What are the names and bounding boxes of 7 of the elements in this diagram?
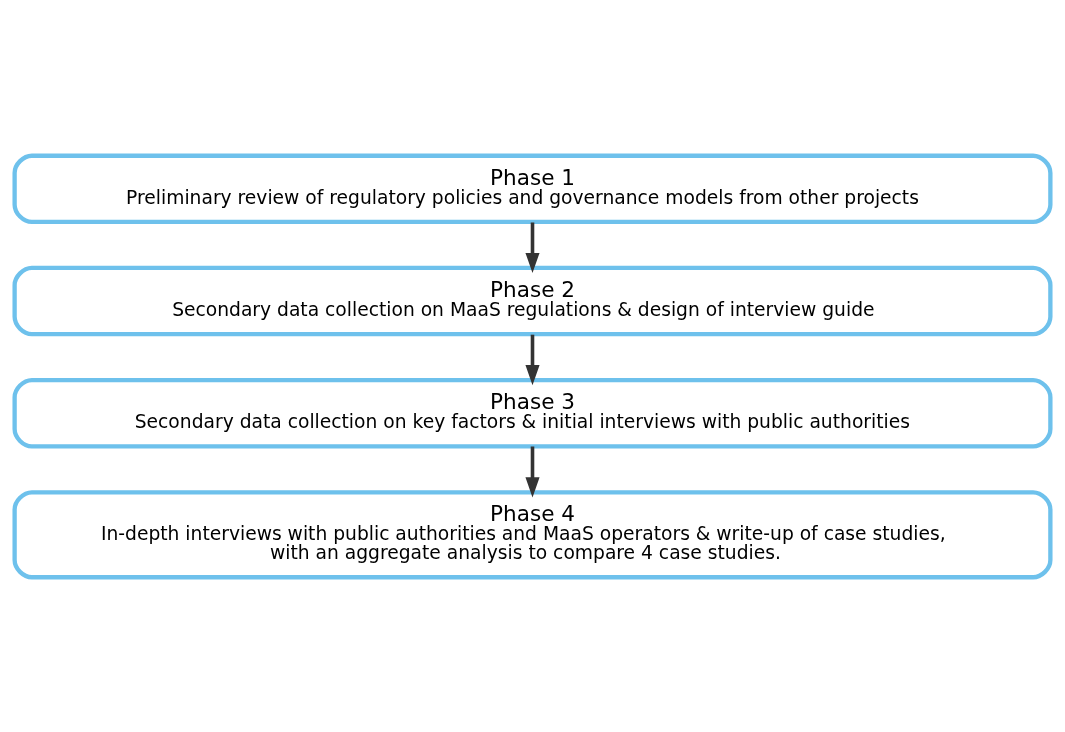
arrow — [525, 446, 540, 498]
arrow — [525, 222, 540, 273]
node-box: Phase 2 Secondary data collection on MaaS regulations & design of interview guide — [12, 265, 1053, 336]
node-box: Phase 1 Preliminary review of regulatory policies and governance models from other projects — [12, 153, 1053, 224]
node-box: Phase 4 In-depth interviews with public authorities and MaaS operators & write-up of case studies, with an aggregate analysis to compare 4 case studies. — [12, 489, 1053, 579]
arrow — [525, 334, 540, 385]
node-box: Phase 3 Secondary data collection on key factors & initial interviews with public authorities — [12, 377, 1053, 448]
